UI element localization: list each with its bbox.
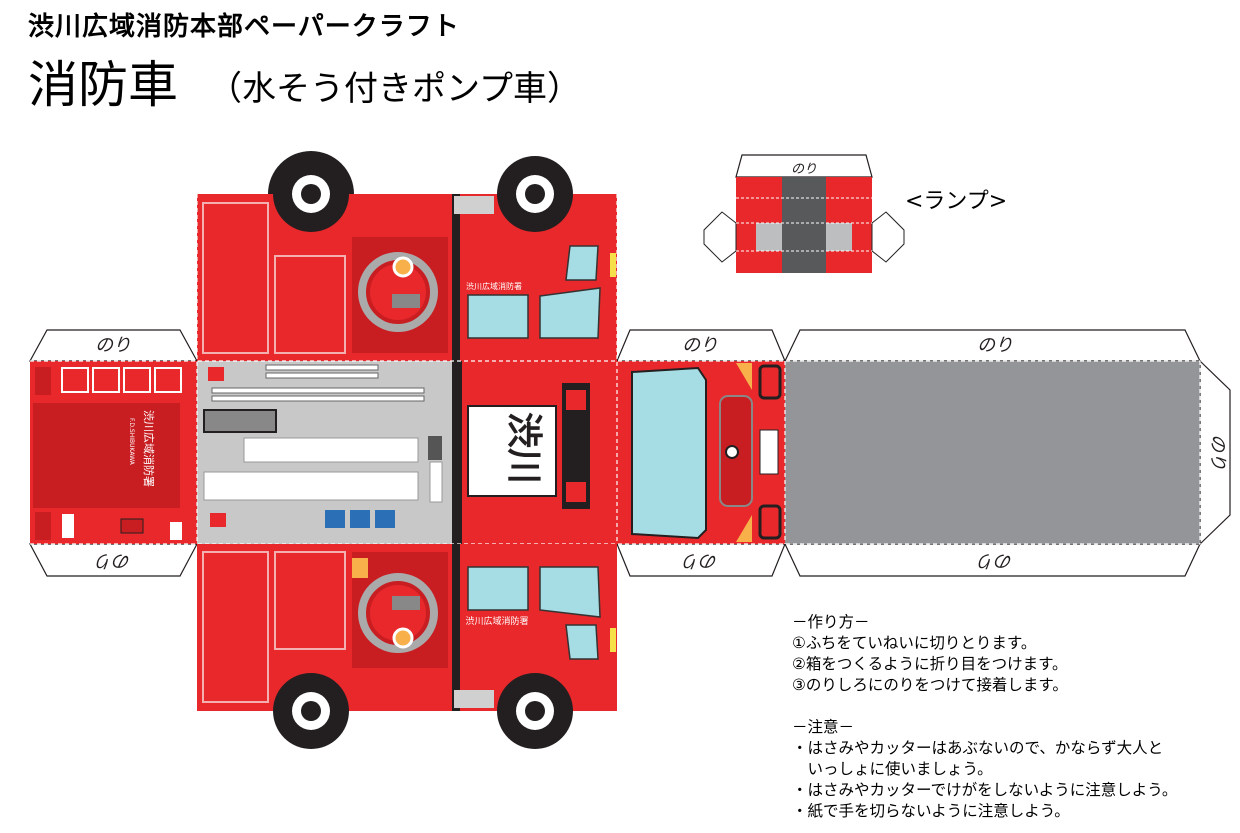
wheel-bottom-right: [497, 673, 573, 749]
blue-box-2: [350, 510, 370, 528]
side-text-bottom: 渋川広域消防署: [465, 615, 528, 627]
caution-heading: －注意－: [792, 718, 855, 736]
wheel-bottom-left: [273, 673, 349, 749]
howto-heading: －作り方－: [792, 613, 870, 631]
rear-side-text: 渋川広域消防署: [142, 410, 156, 487]
side-text-top: 渋川広域消防署: [466, 281, 522, 291]
caution-1: ・はさみやカッターはあぶないので、かならず大人と: [792, 739, 1164, 757]
caution-3: ・紙で手を切らないように注意しよう。: [792, 802, 1070, 820]
truck-side-top: 渋川広域消防署: [197, 194, 617, 361]
wheel-top-left: [268, 151, 354, 232]
page-subtitle: （水そう付きポンプ車）: [208, 69, 581, 109]
windshield: [631, 366, 707, 540]
step-1: ①ふちをていねいに切りとります。: [792, 634, 1037, 652]
truck-front-panel: [617, 361, 785, 544]
window-bottom-2: [539, 566, 601, 618]
glue-label-2: のり: [682, 335, 718, 356]
glue-label-6: のり: [977, 550, 1013, 571]
glue-label-5: のり: [682, 550, 718, 571]
window-top-1: [467, 294, 529, 339]
front-emblem: [725, 445, 739, 459]
window-top-2: [539, 287, 601, 339]
glue-label-3: のり: [977, 335, 1013, 356]
glue-label-1: のり: [95, 335, 131, 356]
window-bottom-3: [565, 624, 599, 660]
window-bottom-1: [467, 566, 529, 611]
blue-box-3: [375, 510, 395, 528]
hose-reel-top: [392, 256, 414, 278]
truck-rear-panel: 渋川広域消防署 F.D.SHIBUKAWA: [30, 361, 197, 544]
window-top-3: [565, 245, 599, 281]
truck-roof-panel: [785, 361, 1200, 544]
instructions-block: －作り方－ ①ふちをていねいに切りとります。 ②箱をつくるように折り目をつけます…: [792, 612, 1177, 822]
wheel-top-right: [497, 156, 573, 232]
hose-reel-bottom: [392, 627, 414, 649]
rear-side-en: F.D.SHIBUKAWA: [128, 418, 135, 466]
caution-1-cont: いっしょに使いましょう。: [792, 760, 993, 778]
org-title: 渋川広域消防本部ペーパークラフト: [28, 12, 460, 42]
step-2: ②箱をつくるように折り目をつけます。: [792, 655, 1068, 673]
page-title: 消防車: [28, 56, 178, 114]
glue-label-4: のり: [95, 550, 131, 571]
step-3: ③のりしろにのりをつけて接着します。: [792, 676, 1068, 694]
truck-top-deck: [197, 361, 452, 544]
lamp-part: [703, 177, 905, 273]
glue-label-7: のり: [1207, 434, 1228, 470]
lamp-label: <ランプ>: [905, 189, 1008, 214]
truck-cab-roof: 渋川: [462, 361, 617, 544]
glue-label-8: のり: [791, 162, 817, 177]
blue-box-1: [325, 510, 345, 528]
caution-2: ・はさみやカッターでけがをしないように注意しよう。: [792, 781, 1178, 799]
front-plate-text: 渋川: [503, 412, 544, 484]
